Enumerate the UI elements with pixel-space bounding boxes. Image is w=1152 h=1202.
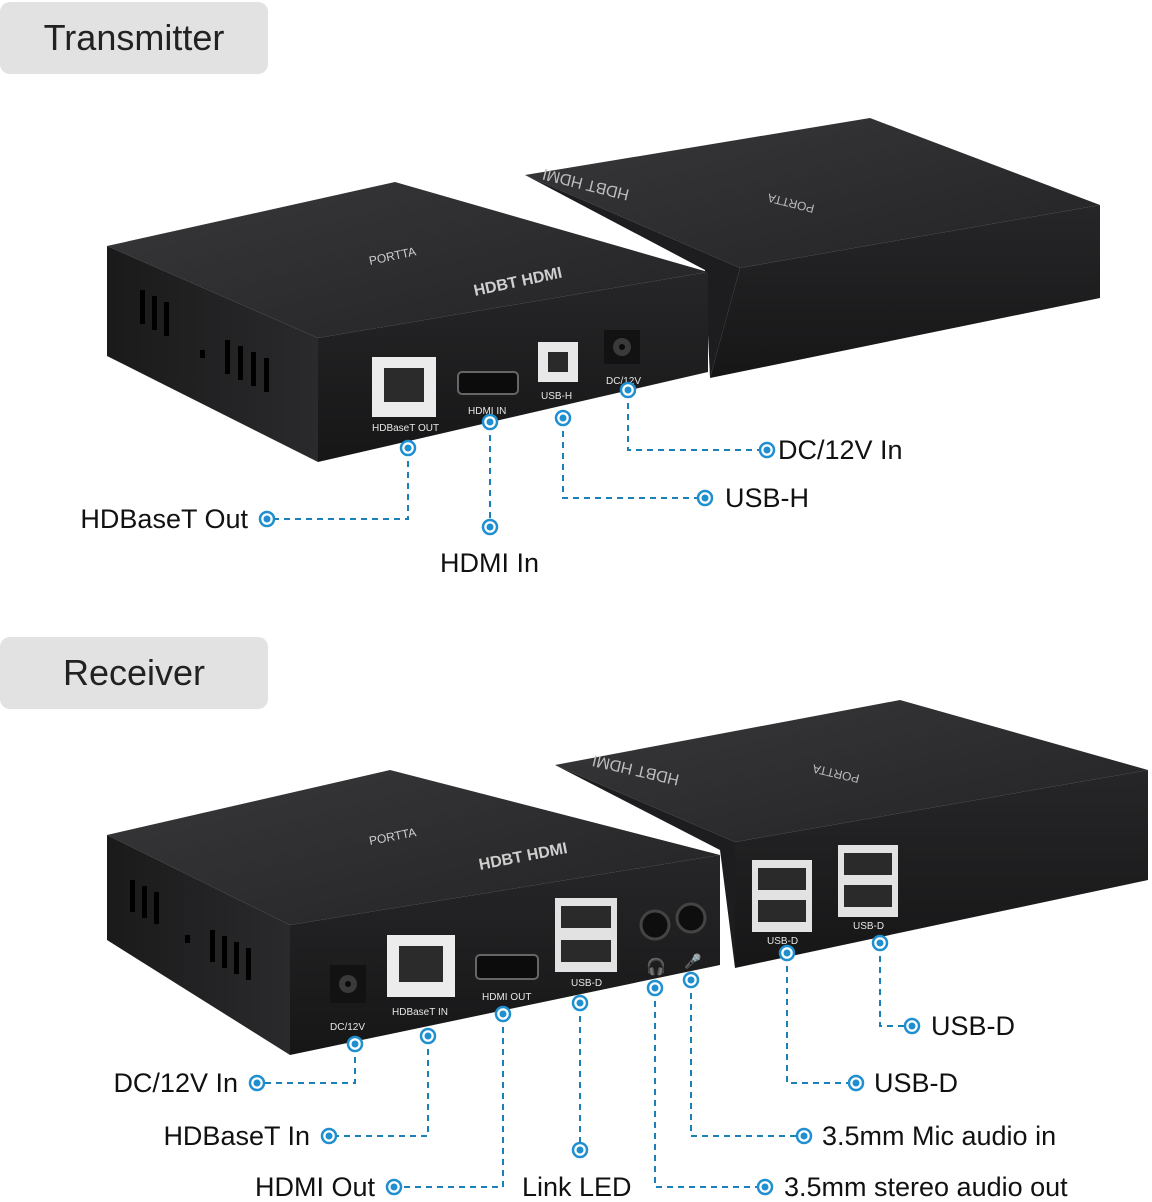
transmitter-front-unit: HDBT HDMI PORTTA HDBaseT OUT HDMI IN USB… bbox=[107, 182, 708, 462]
callout-receiver-dc-in: DC/12V In bbox=[113, 1068, 238, 1098]
receiver-hdmi-port bbox=[475, 954, 539, 980]
callout-receiver-usb-d-1: USB-D bbox=[931, 1011, 1016, 1041]
callout-transmitter-usb-h: USB-H bbox=[725, 483, 810, 513]
receiver-port-hdmi-out: HDMI OUT bbox=[482, 992, 531, 1003]
receiver-back-usb-label-2: USB-D bbox=[853, 921, 884, 932]
receiver-port-dc: DC/12V bbox=[330, 1022, 365, 1033]
receiver-port-usb-d: USB-D bbox=[571, 978, 602, 989]
callout-receiver-stereo-out: 3.5mm stereo audio out bbox=[784, 1172, 1068, 1202]
transmitter-port-hdbaset-out: HDBaseT OUT bbox=[372, 423, 439, 434]
receiver-back-unit: HDBT HDMI PORTTA USB-D USB-D bbox=[555, 700, 1148, 968]
callout-transmitter-dc-in: DC/12V In bbox=[778, 435, 903, 465]
transmitter-port-usb-h: USB-H bbox=[541, 391, 572, 402]
callout-receiver-usb-d-2: USB-D bbox=[874, 1068, 959, 1098]
callout-receiver-hdmi-out: HDMI Out bbox=[254, 1172, 375, 1202]
callout-receiver-link-led: Link LED bbox=[522, 1172, 632, 1202]
callout-transmitter-hdbaset-out: HDBaseT Out bbox=[80, 504, 248, 534]
receiver-back-usb-label-1: USB-D bbox=[767, 936, 798, 947]
receiver-front-unit: HDBT HDMI PORTTA DC/12V HDBaseT IN HDMI … bbox=[107, 770, 720, 1055]
receiver-mic-jack bbox=[675, 902, 707, 934]
callout-receiver-mic-in: 3.5mm Mic audio in bbox=[822, 1121, 1057, 1151]
receiver-title: Receiver bbox=[0, 637, 268, 709]
microphone-icon: 🎤 bbox=[684, 952, 702, 970]
transmitter-port-dc: DC/12V bbox=[606, 376, 641, 387]
headphone-icon: 🎧 bbox=[646, 957, 666, 976]
receiver-port-hdbaset-in: HDBaseT IN bbox=[392, 1007, 448, 1018]
transmitter-back-unit: HDBT HDMI PORTTA bbox=[525, 118, 1100, 378]
callout-dots bbox=[248, 381, 921, 1196]
callout-transmitter-hdmi-in: HDMI In bbox=[440, 548, 540, 578]
leader-lines bbox=[257, 392, 912, 1188]
transmitter-title: Transmitter bbox=[0, 2, 268, 74]
callout-receiver-hdbaset-in: HDBaseT In bbox=[163, 1121, 310, 1151]
receiver-headphone-jack bbox=[639, 909, 671, 941]
transmitter-port-hdmi-in: HDMI IN bbox=[468, 406, 506, 417]
transmitter-hdmi-port bbox=[457, 371, 519, 395]
